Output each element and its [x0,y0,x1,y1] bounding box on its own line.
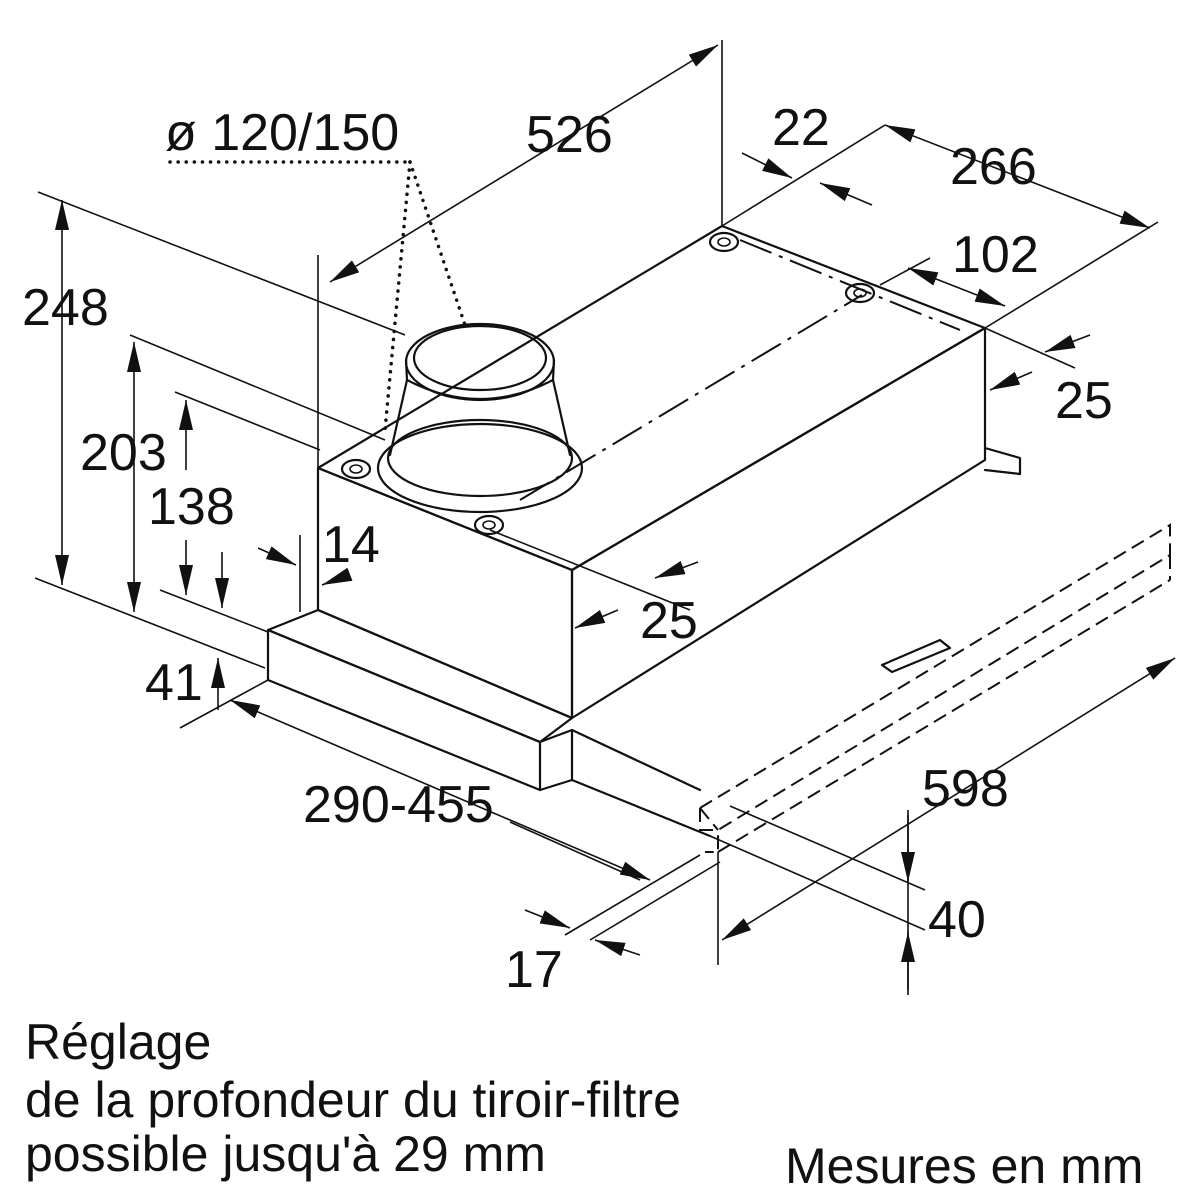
dim-290-455: 290-455 [303,776,494,834]
dim-25-mid: 25 [640,592,698,650]
note-adjust-line2: de la profondeur du tiroir-filtre [25,1072,681,1128]
dim-25-top: 25 [1055,372,1113,430]
dim-138: 138 [148,478,235,536]
note-adjust-line1: Réglage [25,1014,212,1070]
dimension-labels: ø 120/150 526 22 266 102 25 248 203 138 … [22,99,1113,999]
dim-40: 40 [928,891,986,949]
mounting-hole-icon [340,231,876,536]
dim-17: 17 [505,941,563,999]
dim-248: 248 [22,279,109,337]
note-units: Mesures en mm [785,1138,1144,1194]
dim-102: 102 [952,226,1039,284]
dim-14: 14 [322,516,380,574]
dim-526: 526 [526,106,613,164]
dim-41: 41 [145,654,203,712]
dim-266: 266 [950,138,1037,196]
dim-duct-diameter: ø 120/150 [165,104,399,162]
dim-22: 22 [772,99,830,157]
note-adjust-line3: possible jusqu'à 29 mm [25,1126,546,1182]
dim-203: 203 [80,424,167,482]
dim-598: 598 [922,760,1009,818]
dimension-arrows [55,44,1176,990]
duct-connector [376,322,584,514]
